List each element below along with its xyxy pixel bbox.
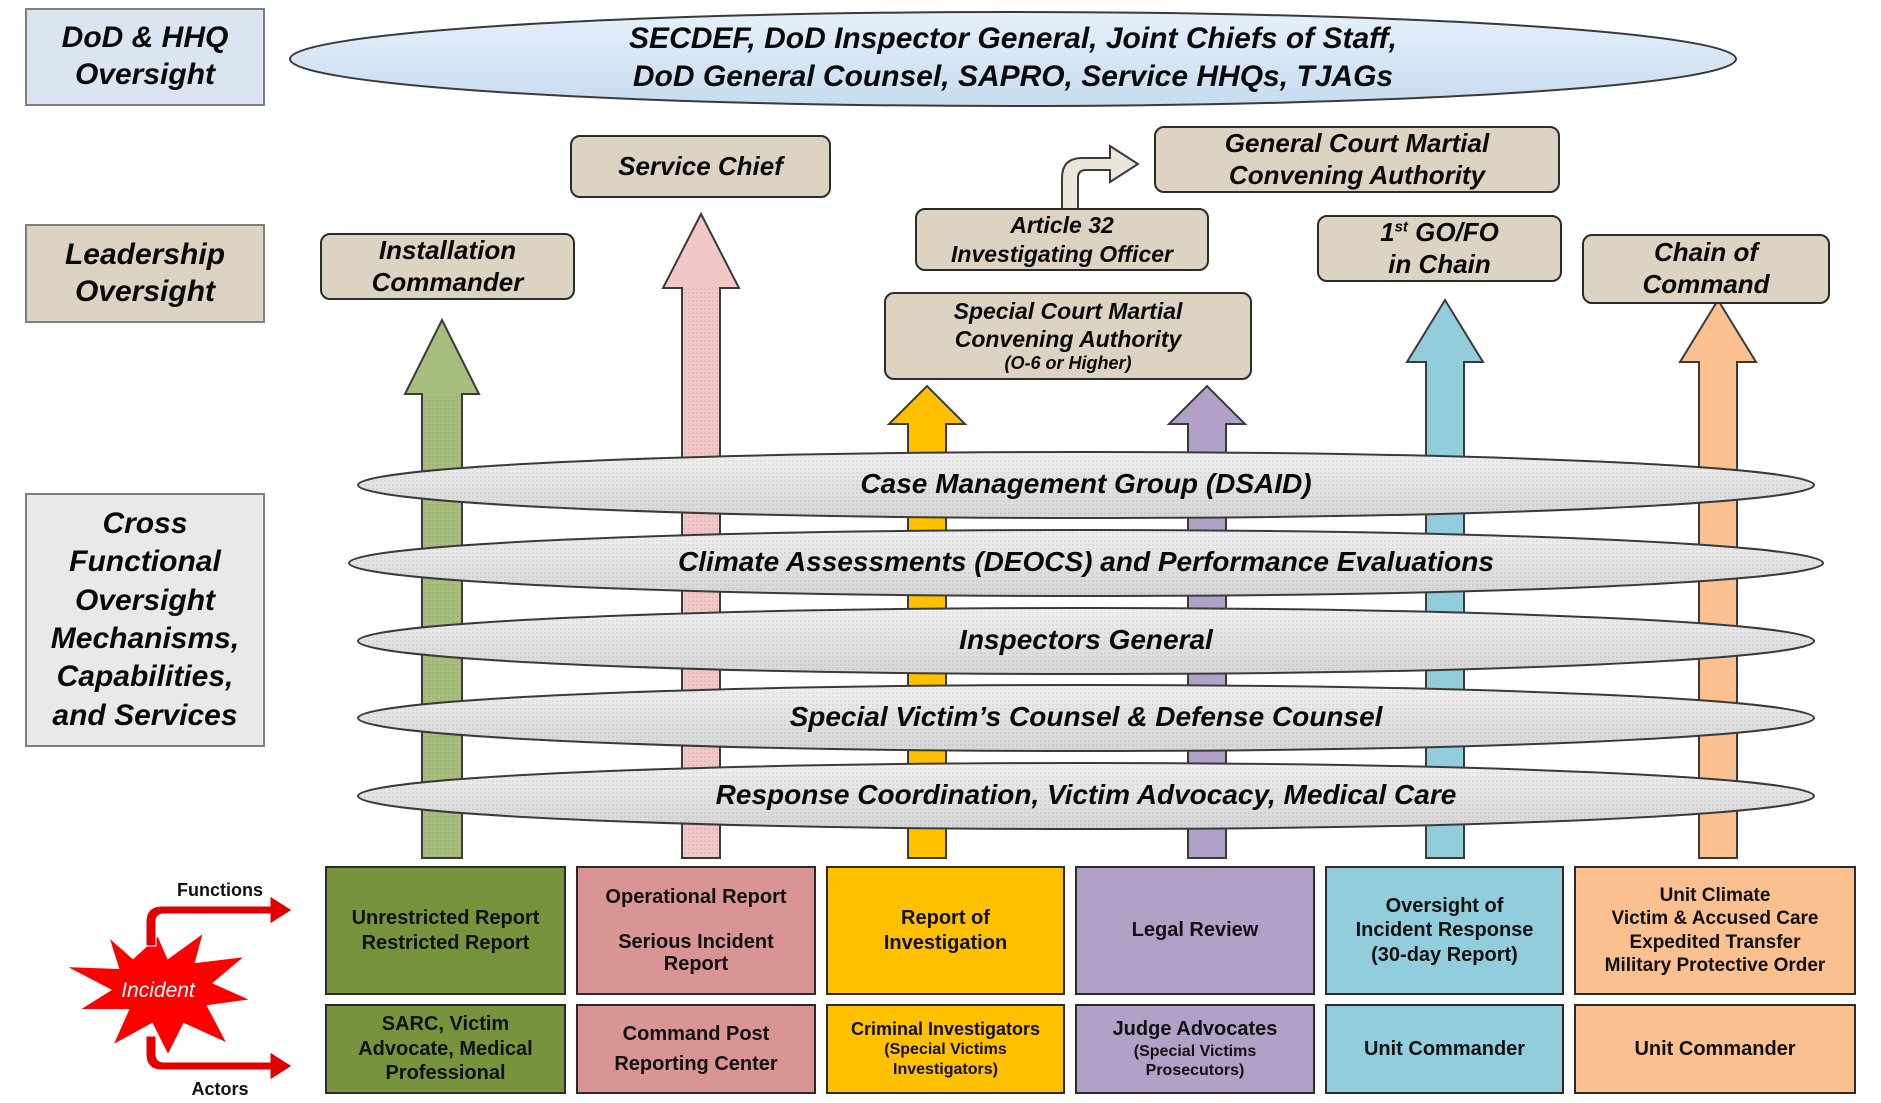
function-oversight-blue: Oversight of Incident Response (30-day R… — [1325, 866, 1564, 995]
mechanism-case-management: Case Management Group (DSAID) — [860, 468, 1312, 499]
label-cross-functional: Cross Functional Oversight Mechanisms, C… — [25, 493, 265, 747]
label-dod-hhq: DoD & HHQ Oversight — [25, 8, 265, 106]
arrow-bent — [1061, 144, 1140, 211]
box-chain-of-command: Chain of Command — [1582, 234, 1830, 304]
function-reports-green: Unrestricted Report Restricted Report — [325, 866, 566, 995]
box-special-court-martial: Special Court Martial Convening Authorit… — [884, 292, 1252, 380]
function-reports-pink: Operational Report Serious Incident Repo… — [576, 866, 816, 995]
function-legal-review-purple: Legal Review — [1075, 866, 1315, 995]
box-general-court-martial: General Court Martial Convening Authorit… — [1154, 126, 1560, 193]
incident-label: Incident — [121, 979, 195, 1003]
actor-judge-advocates: Judge Advocates (Special Victims Prosecu… — [1075, 1004, 1315, 1094]
actor-unit-commander-orange: Unit Commander — [1574, 1004, 1856, 1094]
actor-criminal-investigators-sub: (Special Victims Investigators) — [884, 1041, 1007, 1078]
functions-arrow — [145, 895, 293, 947]
function-unit-climate-orange: Unit Climate Victim & Accused Care Exped… — [1574, 866, 1856, 995]
actor-sarc: SARC, Victim Advocate, Medical Professio… — [325, 1004, 566, 1094]
mechanism-counsel: Special Victim’s Counsel & Defense Couns… — [789, 701, 1383, 732]
actor-judge-advocates-main: Judge Advocates — [1112, 1018, 1278, 1041]
actor-sarc-main: SARC, Victim Advocate, Medical Professio… — [358, 1013, 533, 1085]
actors-arrow — [145, 1035, 293, 1081]
special-court-martial-title: Special Court Martial Convening Authorit… — [953, 297, 1183, 353]
first-go-fo-line1: 1st GO/FO — [1380, 216, 1499, 247]
special-court-martial-sub: (O-6 or Higher) — [1004, 353, 1132, 374]
box-article-32: Article 32 Investigating Officer — [915, 208, 1209, 271]
actor-unit-commander-blue-main: Unit Commander — [1363, 1037, 1526, 1060]
actors-label: Actors — [191, 1079, 249, 1100]
label-leadership-oversight: Leadership Oversight — [25, 224, 265, 323]
top-oval-line1: SECDEF, DoD Inspector General, Joint Chi… — [629, 22, 1397, 55]
actor-unit-commander-orange-main: Unit Commander — [1634, 1037, 1796, 1060]
box-first-go-fo: 1st GO/FO in Chain — [1317, 215, 1562, 282]
actor-criminal-investigators: Criminal Investigators (Special Victims … — [826, 1004, 1065, 1094]
actor-unit-commander-blue: Unit Commander — [1325, 1004, 1564, 1094]
functions-label: Functions — [177, 880, 263, 901]
actor-command-post-main: Command Post Reporting Center — [614, 1023, 778, 1075]
incident-star — [63, 929, 256, 1059]
actor-judge-advocates-sub: (Special Victims Prosecutors) — [1133, 1042, 1257, 1080]
actor-command-post: Command Post Reporting Center — [576, 1004, 816, 1094]
mechanism-climate: Climate Assessments (DEOCS) and Performa… — [678, 546, 1494, 577]
function-investigation-gold: Report of Investigation — [826, 866, 1065, 995]
box-service-chief: Service Chief — [570, 135, 831, 198]
mechanism-inspectors-general: Inspectors General — [959, 624, 1213, 655]
actor-criminal-investigators-main: Criminal Investigators — [850, 1018, 1041, 1039]
box-installation-commander: Installation Commander — [320, 233, 575, 300]
top-oval-shape — [289, 11, 1737, 107]
mechanism-response: Response Coordination, Victim Advocacy, … — [715, 779, 1457, 810]
top-oval-line2: DoD General Counsel, SAPRO, Service HHQs… — [632, 60, 1394, 93]
first-go-fo-line2: in Chain — [1388, 248, 1491, 279]
